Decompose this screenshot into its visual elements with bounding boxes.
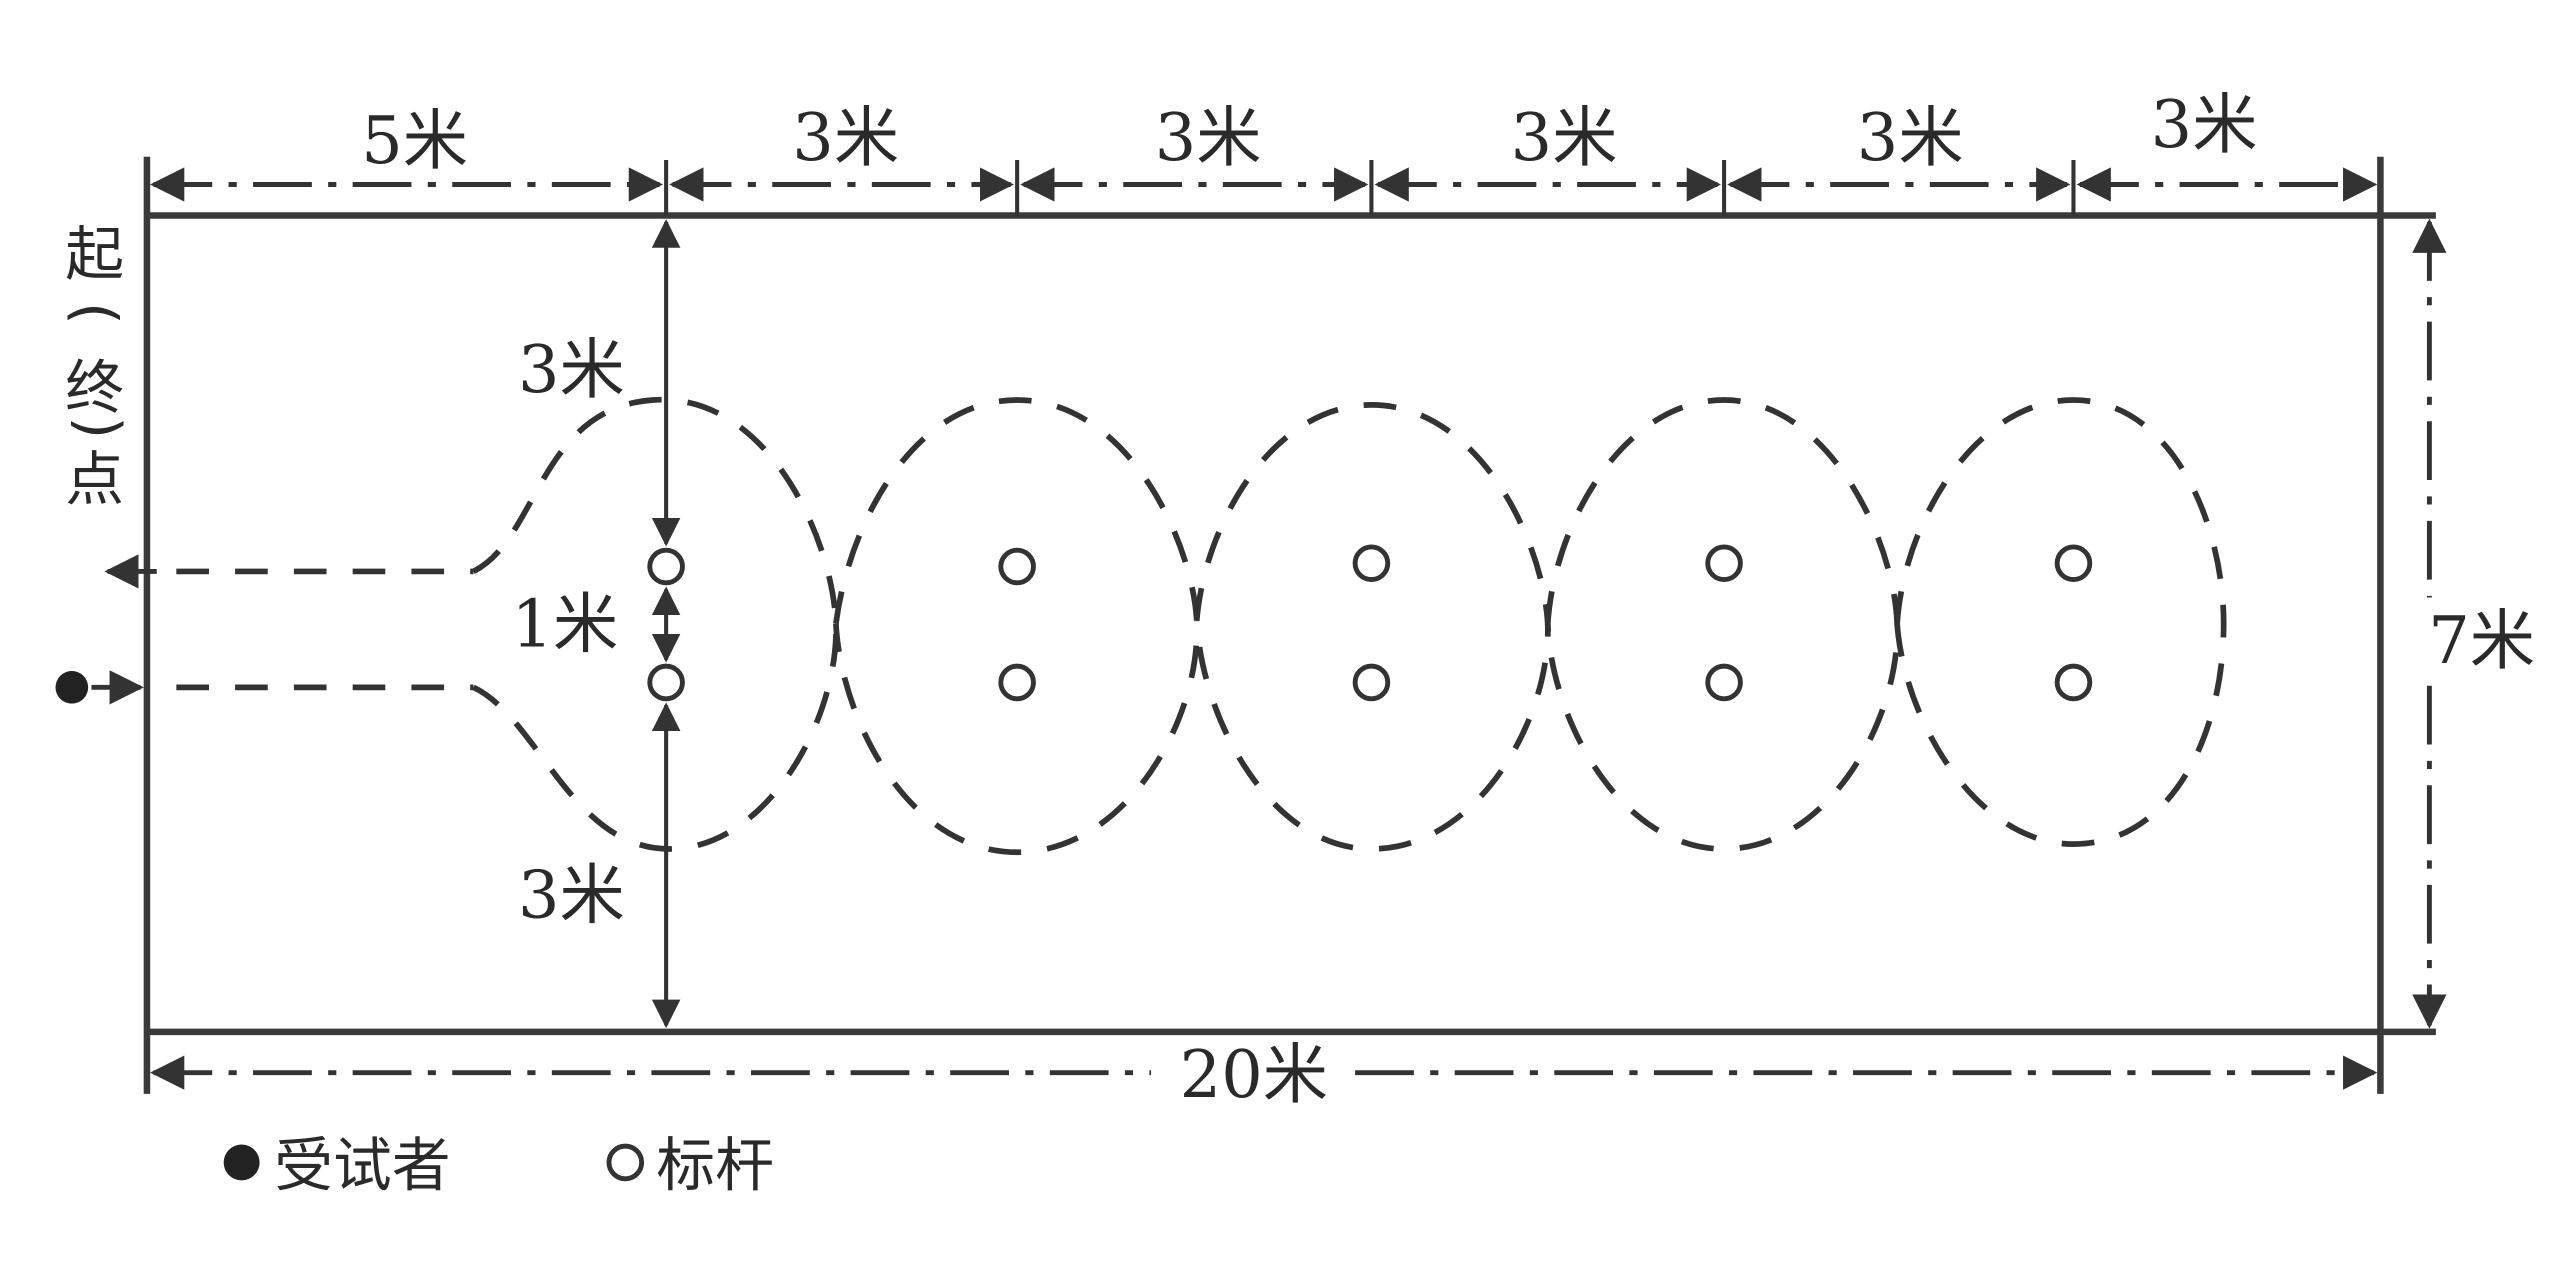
dim-label-3m-2: 3米 [1155, 100, 1262, 176]
poles [647, 544, 2093, 702]
running-route [104, 397, 2227, 856]
pole-icon [1705, 544, 1743, 583]
legend-pole-label: 标杆 [656, 1130, 774, 1199]
top-dimension-ticks [664, 160, 2076, 216]
dim-label-top-gap: 3米 [518, 332, 625, 408]
top-dimensions: 5米 3米 3米 3米 3米 3米 [150, 87, 2378, 202]
pole-icon [647, 663, 685, 702]
pole-icon [1705, 663, 1743, 702]
dim-label-length: 20米 [1180, 1037, 1328, 1113]
dim-label-3m-3: 3米 [1511, 100, 1618, 176]
dim-label-3m-4: 3米 [1857, 100, 1964, 176]
dim-label-pole-gap: 1米 [511, 587, 618, 663]
pole-icon [998, 547, 1036, 586]
legend: 受试者 标杆 [223, 1130, 774, 1199]
pole-vertical-dimensions: 3米 1米 3米 [511, 219, 681, 1029]
pole-icon [2054, 663, 2093, 702]
svg-text:终: 终 [65, 353, 124, 422]
svg-text:起: 起 [65, 219, 124, 288]
dim-label-3m-1: 3米 [792, 100, 899, 176]
svg-text:点: 点 [65, 445, 124, 514]
subject-icon [55, 671, 89, 704]
start-end-label: 起 ( 终 ) 点 [61, 219, 133, 513]
svg-text:(: ( [61, 302, 130, 325]
dim-label-5m: 5米 [361, 103, 468, 179]
pole-icon [1352, 663, 1391, 702]
length-dimension: 20米 [150, 1037, 2378, 1113]
legend-pole-icon [606, 1143, 645, 1182]
field-boundary [143, 156, 2436, 1094]
pole-icon [1352, 544, 1391, 583]
dim-label-width: 7米 [2428, 603, 2535, 679]
dim-label-bottom-gap: 3米 [518, 858, 625, 934]
pole-icon [647, 547, 685, 586]
pole-icon [998, 663, 1036, 702]
legend-subject-label: 受试者 [274, 1130, 450, 1199]
subject-start [55, 670, 144, 705]
dim-label-3m-5: 3米 [2151, 87, 2258, 163]
svg-text:): ) [64, 416, 133, 439]
width-dimension: 7米 [2412, 218, 2535, 1029]
legend-subject-icon [223, 1144, 260, 1181]
pole-icon [2054, 544, 2093, 583]
